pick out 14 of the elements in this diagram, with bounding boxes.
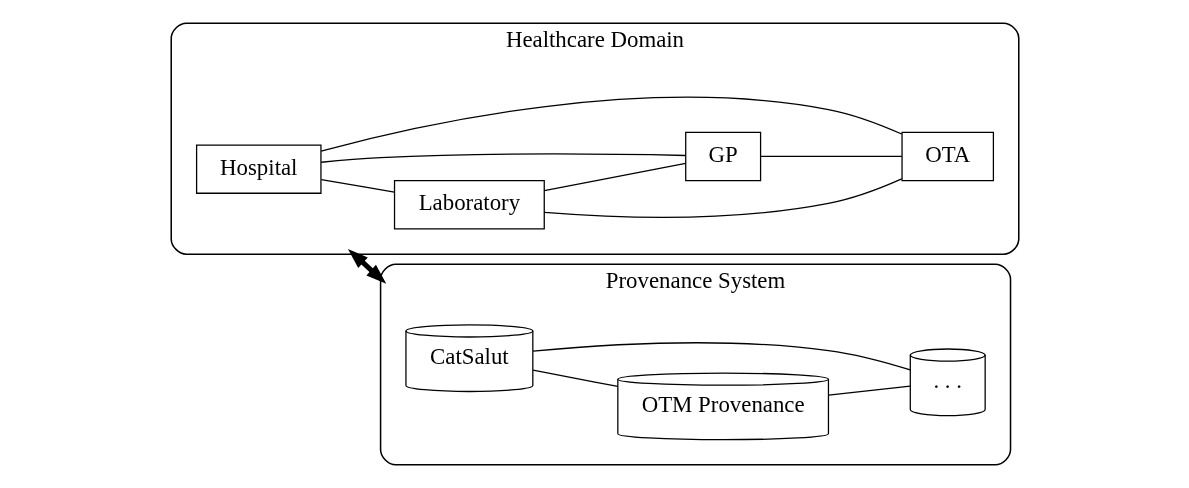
connector [543, 162, 686, 192]
connector [320, 153, 686, 163]
connector [827, 385, 911, 396]
node-box: OTA [900, 131, 994, 182]
connector [759, 155, 902, 158]
node-box: Laboratory [393, 179, 545, 230]
connector [319, 96, 902, 152]
connector [543, 178, 902, 218]
node-box: Hospital [195, 144, 322, 194]
connector [531, 342, 911, 371]
connector [320, 178, 395, 193]
connector [531, 369, 618, 388]
arrow [347, 248, 386, 284]
node-box: GP [684, 131, 761, 182]
